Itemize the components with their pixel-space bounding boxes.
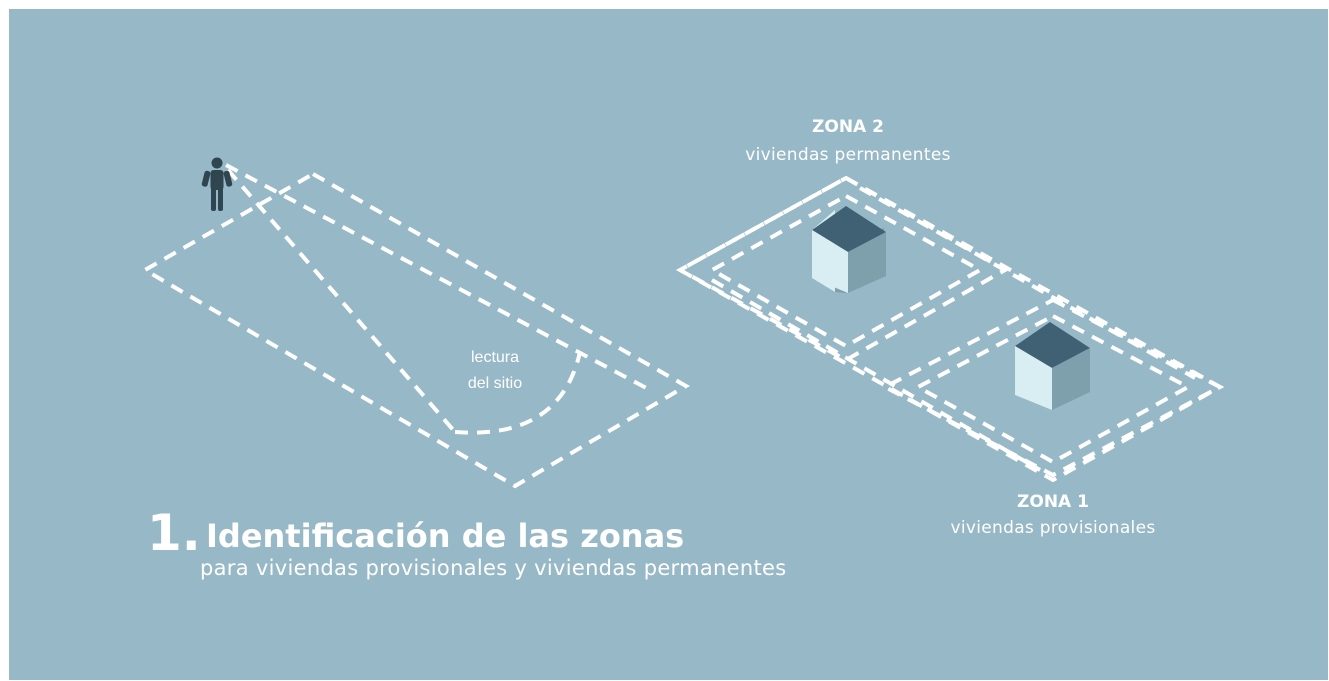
house-icon bbox=[812, 206, 886, 293]
diagram-panel bbox=[9, 9, 1328, 680]
zone2-subtitle: viviendas permanentes bbox=[745, 145, 951, 165]
step-subtitle: para viviendas provisionales y viviendas… bbox=[200, 556, 787, 580]
zone1-title: ZONA 1 bbox=[1017, 492, 1089, 512]
zone1-subtitle: viviendas provisionales bbox=[950, 518, 1156, 538]
step-number: 1. bbox=[147, 504, 201, 562]
sight-line-lower bbox=[226, 168, 457, 434]
person-icon bbox=[201, 157, 233, 211]
zone1-outer-outline bbox=[880, 297, 1225, 478]
site-reading-line2: del sitio bbox=[467, 375, 523, 392]
site-reading-arc bbox=[454, 351, 582, 435]
zone2-title: ZONA 2 bbox=[812, 117, 884, 137]
step-title: Identificación de las zonas bbox=[206, 517, 685, 555]
band-line-left bbox=[710, 278, 1042, 472]
zone1-inner-outline bbox=[913, 313, 1193, 465]
site-reading-line1: lectura bbox=[470, 349, 520, 366]
zone2-inner-outline bbox=[707, 193, 985, 349]
house-icon bbox=[1015, 322, 1090, 410]
zones-large-outline bbox=[675, 175, 1225, 483]
band-line-right bbox=[859, 186, 1196, 380]
site-outline bbox=[141, 171, 691, 489]
